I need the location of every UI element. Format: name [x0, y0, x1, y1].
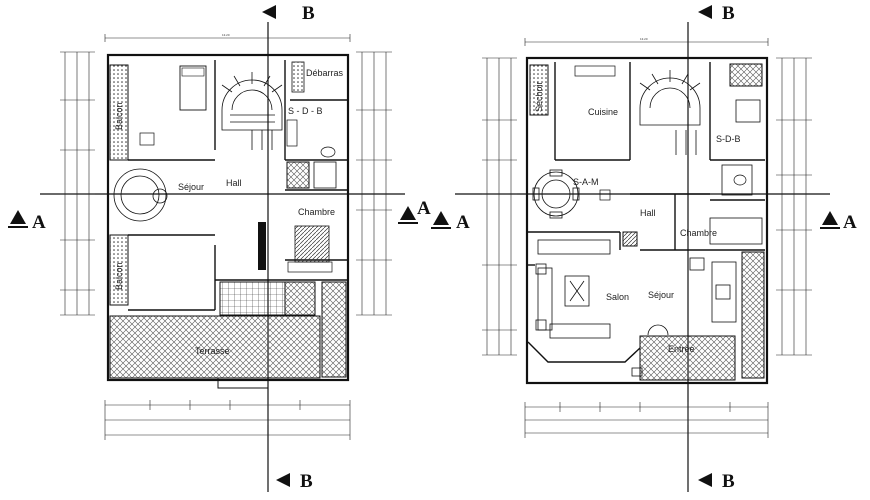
section-b-label: B: [722, 3, 735, 24]
plan-upper-floor: 13.20: [60, 33, 392, 440]
dimension-lines-left: [482, 57, 517, 356]
room-label-hall: Hall: [640, 208, 656, 218]
section-a-label: A: [32, 212, 46, 233]
sejour-furniture: [689, 257, 737, 323]
room-label-sejour: Séjour: [178, 182, 204, 192]
room-label-salon: Salon: [606, 292, 629, 302]
section-b-label: B: [302, 3, 315, 24]
svg-text:13.20: 13.20: [640, 37, 648, 41]
room-label-debarras: Débarras: [306, 68, 344, 78]
room-label-sechoir: Séchoir: [534, 81, 544, 112]
dimension-lines-right: [356, 51, 392, 316]
room-label-entree: Entrée: [668, 344, 695, 354]
spiral-staircase: [221, 72, 283, 150]
room-label-balcon-bottom: Balcon: [114, 262, 124, 290]
section-a-label: A: [417, 198, 431, 219]
plan-ground-floor: 13.20: [482, 37, 812, 438]
dining-table: [532, 169, 580, 219]
section-a-marker-left: A: [8, 210, 46, 233]
room-label-sam: S-A-M: [573, 177, 599, 187]
room-label-hall: Hall: [226, 178, 242, 188]
section-a-label: A: [843, 212, 857, 233]
dimension-lines-top: 13.20: [524, 37, 769, 46]
section-markers: B B B B A A: [8, 3, 857, 492]
section-a-label: A: [456, 212, 470, 233]
section-b-label: B: [300, 471, 313, 492]
spiral-staircase: [639, 70, 701, 155]
section-b-marker-bottom-left: B: [276, 471, 313, 492]
room-label-sdb: S-D-B: [716, 134, 741, 144]
round-sitting-area: [113, 168, 168, 222]
salon-furniture: [535, 239, 611, 339]
section-b-marker-top-right: B: [698, 3, 735, 24]
section-a-marker-mid-left: A: [398, 198, 431, 224]
section-b-marker-bottom-right: B: [698, 471, 735, 492]
room-label-sdb: S - D - B: [288, 106, 323, 116]
dimension-lines-left: [60, 51, 95, 316]
dimension-lines-bottom: [524, 402, 769, 438]
room-label-terrasse: Terrasse: [195, 346, 230, 356]
dimension-lines-bottom: [104, 400, 351, 440]
section-b-label: B: [722, 471, 735, 492]
room-label-chambre: Chambre: [680, 228, 717, 238]
room-label-balcon-top: Balcon: [114, 102, 124, 130]
dimension-lines-right: [776, 57, 812, 356]
room-label-cuisine: Cuisine: [588, 107, 618, 117]
room-label-sejour: Séjour: [648, 290, 674, 300]
dimension-lines-top: 13.20: [104, 33, 351, 42]
svg-text:13.20: 13.20: [222, 33, 230, 37]
section-a-marker-right: A: [820, 211, 857, 233]
room-label-chambre: Chambre: [298, 207, 335, 217]
section-lines: [40, 22, 830, 492]
section-b-marker-top-left: B: [262, 3, 315, 24]
section-a-marker-mid-right: A: [431, 211, 470, 233]
